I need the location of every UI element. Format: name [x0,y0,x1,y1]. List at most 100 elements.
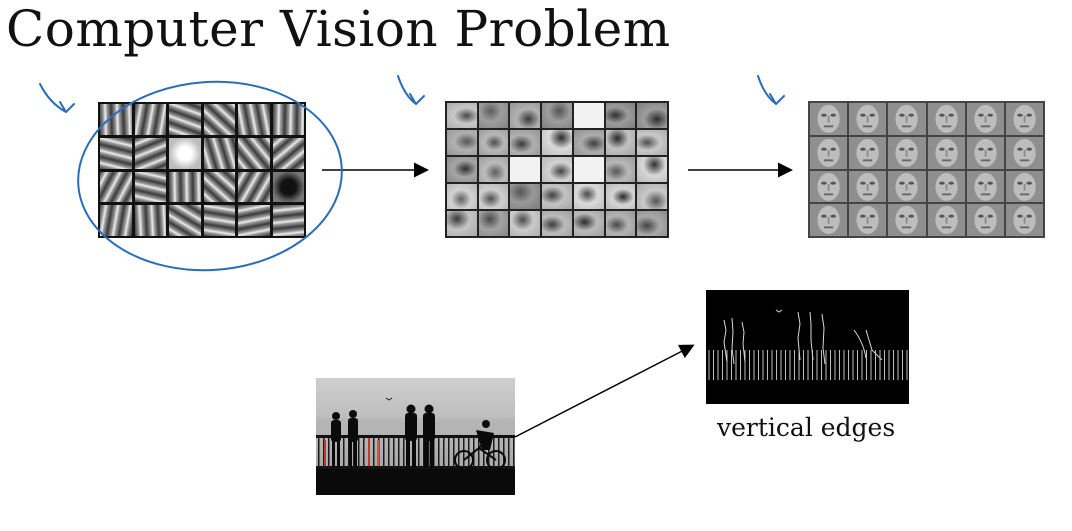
face-cell [849,204,887,236]
railing-bar [343,438,345,468]
vertical-edges-caption: vertical edges [717,413,896,442]
face-part-cell [510,211,541,236]
edge-filter-cell [134,205,166,236]
edge-filter-cell [100,137,132,169]
face-parts-panel [445,101,669,238]
face-cell [849,103,887,135]
edge-filter-cell [238,104,270,135]
face-part-cell [447,157,477,182]
face-part-cell [510,130,541,155]
slide-title: Computer Vision Problem [6,0,671,58]
face-cell [849,136,887,169]
edge-filter-cell [100,171,132,203]
face-part-cell [637,211,667,236]
face-cell [888,170,926,203]
railing-bar [393,438,395,468]
face-cell [888,136,926,169]
railing-bar [348,438,350,468]
face-cell [810,103,848,135]
face-cell [810,170,848,203]
face-part-cell [605,130,636,155]
silhouette-photo [316,378,515,495]
face-part-cell [510,103,541,128]
railing-bar [383,438,385,468]
railing-bar [463,438,465,468]
face-part-cell [605,157,636,182]
face-cell [927,136,965,169]
railing-bar [323,438,325,468]
face-part-cell [447,184,477,209]
face-cell [1005,136,1043,169]
edge-filter-cell [272,205,304,236]
arrow-photo-to-edges [514,344,695,438]
ink-check-1 [39,83,75,113]
ink-check-3 [757,75,785,105]
face-part-cell [478,103,509,128]
railing-bar [483,438,485,468]
railing-bar [453,438,455,468]
face-cell [927,170,965,203]
edge-filter-cell [100,205,132,236]
face-cell [1005,204,1043,236]
edge-filter-cell [272,171,304,203]
face-part-cell [447,103,477,128]
face-part-cell [573,184,604,209]
edge-filter-panel [98,102,306,238]
railing-bar [328,438,330,468]
face-part-cell [542,130,572,155]
face-part-cell [542,157,572,182]
railing-bar [358,438,360,468]
railing-bar [438,438,440,468]
railing-bar [398,438,400,468]
railing-bar [478,438,480,468]
railing-bar [443,438,445,468]
edge-filter-cell [238,171,270,203]
face-part-cell [637,130,667,155]
face-part-cell [573,157,604,182]
face-part-cell [573,130,604,155]
railing-bar [373,438,375,468]
edge-filter-cell [203,205,235,236]
face-cell [966,103,1004,135]
railing-bar [388,438,390,468]
edge-filter-cell [203,171,235,203]
edge-filter-cell [272,137,304,169]
railing-bar [488,438,490,468]
face-part-cell [637,103,667,128]
edge-filter-cell [169,137,201,169]
face-part-cell [447,130,477,155]
railing-bar [503,438,505,468]
railing-bar [363,438,365,468]
railing-bar [318,438,320,468]
face-part-cell [478,130,509,155]
edge-filter-cell [134,104,166,135]
edge-filter-cell [169,104,201,135]
railing-bar [513,438,515,468]
edge-filter-cell [134,137,166,169]
railing-bar [418,438,420,468]
face-cell [810,204,848,236]
face-part-cell [542,184,572,209]
face-cell [1005,103,1043,135]
railing-bar [498,438,500,468]
face-part-cell [478,211,509,236]
edge-filter-cell [169,205,201,236]
edge-filter-cell [134,171,166,203]
face-cell [966,136,1004,169]
face-part-cell [510,184,541,209]
face-cell [810,136,848,169]
face-cell [888,204,926,236]
face-cell [888,103,926,135]
face-part-cell [637,184,667,209]
face-cell [966,170,1004,203]
railing-bar [403,438,405,468]
face-cell [927,204,965,236]
face-part-cell [573,211,604,236]
railing-bar [448,438,450,468]
face-part-cell [637,157,667,182]
edge-filter-cell [100,104,132,135]
face-cell [927,103,965,135]
ink-check-2 [397,75,425,105]
railing-bar [493,438,495,468]
